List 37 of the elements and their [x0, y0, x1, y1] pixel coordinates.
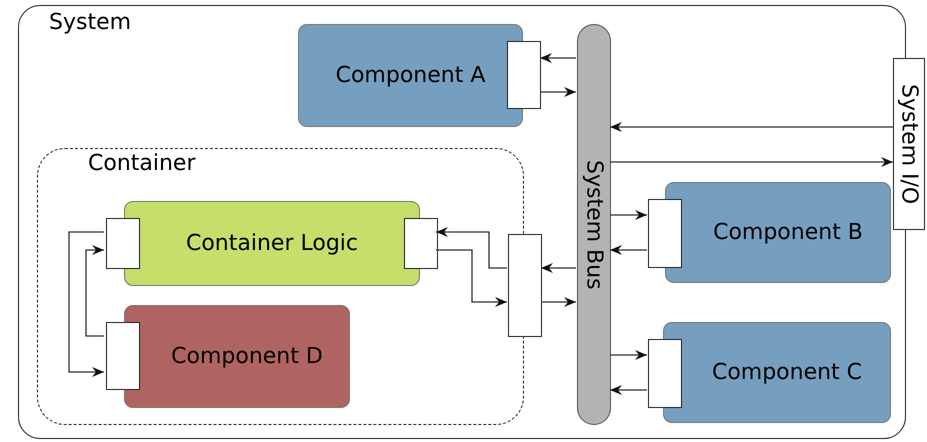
node-label: Component A: [336, 63, 486, 88]
arrow: [610, 122, 893, 132]
arrow: [540, 53, 576, 63]
component-box: [298, 24, 523, 127]
port-box: [106, 218, 140, 269]
bus-bar: [577, 24, 611, 425]
port-box: [648, 199, 682, 268]
arrow: [541, 263, 576, 273]
arrow: [85, 245, 104, 337]
arrow: [68, 231, 104, 377]
port-box: [507, 41, 541, 109]
container-region: [37, 148, 524, 425]
io-box: [893, 58, 925, 230]
node-label: Container Logic: [186, 231, 358, 256]
component-box: [663, 322, 891, 423]
arrow: [610, 157, 893, 167]
arrow: [610, 245, 647, 255]
arrow: [610, 210, 647, 220]
node-label: System: [49, 10, 132, 35]
port-box: [648, 339, 682, 408]
node-label: System Bus: [582, 160, 606, 290]
node-label: Component B: [712, 220, 863, 245]
component-box: [124, 305, 350, 408]
arrow: [610, 350, 647, 360]
node-label: Container: [88, 151, 196, 176]
node-label: System I/O: [896, 84, 922, 204]
port-box: [106, 322, 140, 390]
port-box: [508, 234, 542, 337]
arrow: [540, 87, 576, 97]
arrow: [541, 297, 576, 307]
node-label: Component C: [710, 360, 862, 385]
port-box: [404, 218, 438, 269]
node-label: Component D: [170, 344, 323, 369]
component-box: [665, 182, 891, 283]
arrow: [436, 249, 507, 307]
arrow: [610, 385, 647, 395]
arrow: [436, 227, 507, 269]
